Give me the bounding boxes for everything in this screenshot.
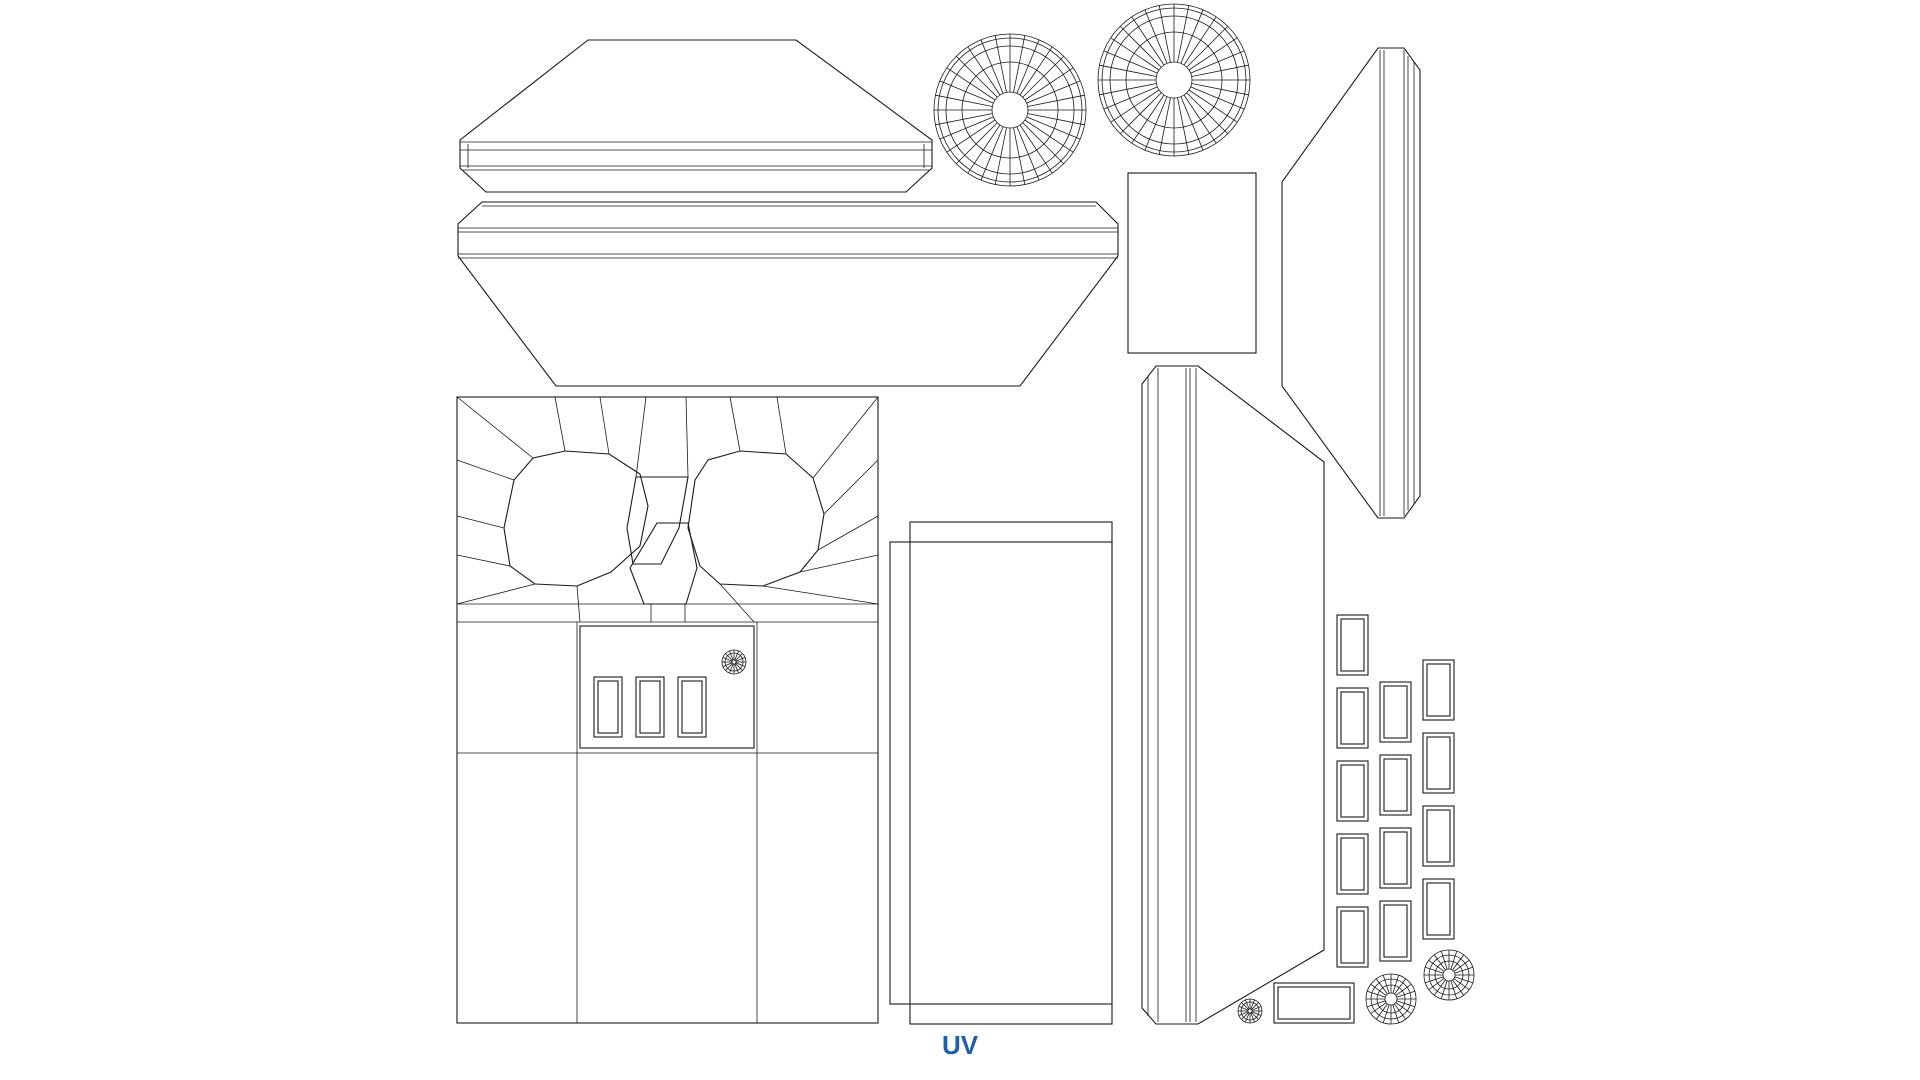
wheel-small-2 bbox=[1423, 949, 1475, 1001]
uv-island-facade bbox=[456, 396, 879, 1024]
uv-island-panel-small bbox=[1127, 172, 1257, 354]
uv-island-roof-top bbox=[459, 39, 933, 193]
uv-wheel-islands bbox=[721, 3, 1475, 1025]
uv-island-side-middle bbox=[1141, 365, 1325, 1025]
uv-island-wall-panel bbox=[889, 521, 1113, 1025]
uv-island-window-grid bbox=[1336, 614, 1455, 968]
wheel-large-2 bbox=[1097, 3, 1251, 157]
uv-island-roof-bottom bbox=[457, 201, 1119, 387]
uv-island-bar bbox=[1273, 982, 1355, 1024]
wheel-small-1 bbox=[1365, 973, 1417, 1025]
wheel-tiny-facade bbox=[721, 649, 747, 675]
wheel-large-1 bbox=[933, 33, 1087, 187]
uv-static-shells bbox=[456, 39, 1455, 1025]
uv-title-label: UV bbox=[941, 1030, 979, 1060]
wheel-tiny-1 bbox=[1237, 998, 1263, 1024]
uv-island-side-right bbox=[1281, 47, 1421, 519]
